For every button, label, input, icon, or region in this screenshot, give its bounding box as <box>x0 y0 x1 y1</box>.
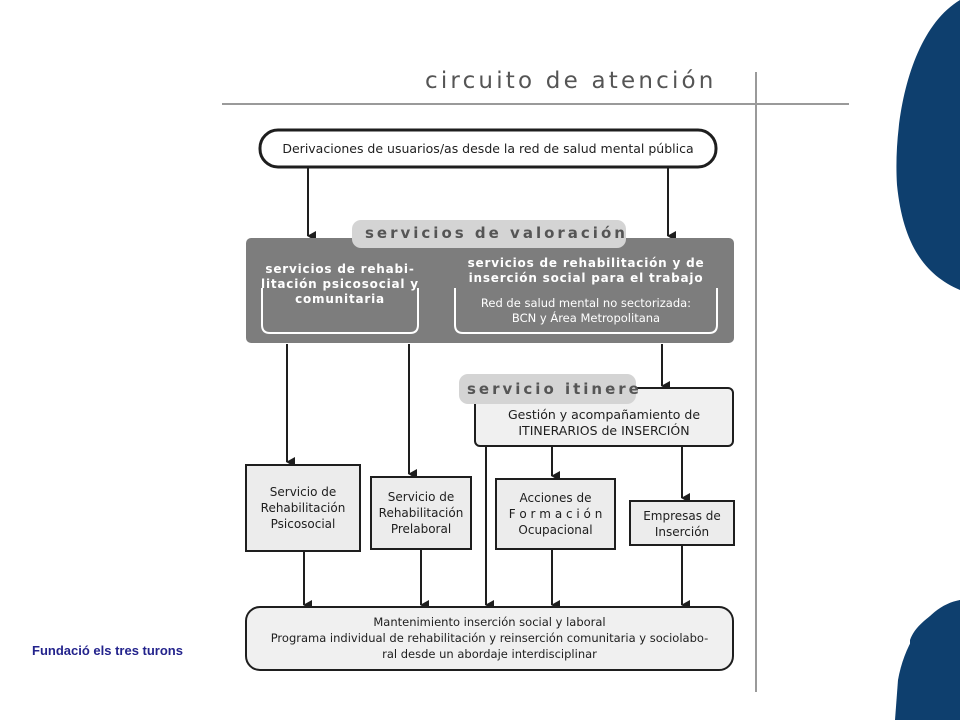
itinere-tag <box>459 374 636 404</box>
empresas-label: Empresas de Inserción <box>643 509 721 539</box>
prelaboral-box <box>370 476 472 550</box>
brand-blue-shape-lower <box>895 600 960 720</box>
valoracion-left-bracket <box>261 288 419 334</box>
mantenimiento-box <box>245 606 734 671</box>
footer-organization: Fundació els tres turons <box>32 643 183 658</box>
derivaciones-box <box>258 128 718 169</box>
prelaboral-label: Servicio de Rehabilitación Prelaboral <box>378 490 464 536</box>
page-title: circuito de atención <box>425 68 717 94</box>
gestion-label: Gestión y acompañamiento de ITINERARIOS … <box>507 407 701 438</box>
mantenimiento-label: Mantenimiento inserción social y laboral… <box>270 615 709 661</box>
valoracion-panel <box>246 238 734 343</box>
empresas-box <box>629 500 735 546</box>
valoracion-tag <box>352 220 626 248</box>
formacion-label: Acciones de F o r m a c i ó n Ocupaciona… <box>508 491 603 537</box>
psicosocial-label: Servicio de Rehabilitación Psicosocial <box>260 485 346 531</box>
brand-blue-shape <box>896 0 960 720</box>
valoracion-tag-label: servicios de valoración <box>365 224 628 242</box>
valoracion-right-bracket <box>454 288 718 334</box>
psicosocial-box <box>245 464 361 552</box>
valoracion-left-label: servicios de rehabi- litación psicosocia… <box>261 262 419 306</box>
valoracion-right-subtitle: Red de salud mental no sectorizada: BCN … <box>480 296 692 325</box>
derivaciones-label: Derivaciones de usuarios/as desde la red… <box>282 141 694 156</box>
formacion-box <box>495 478 616 550</box>
valoracion-right-title: servicios de rehabilitación y de inserci… <box>467 256 705 285</box>
itinere-tag-label: servicio itinere <box>467 380 642 398</box>
